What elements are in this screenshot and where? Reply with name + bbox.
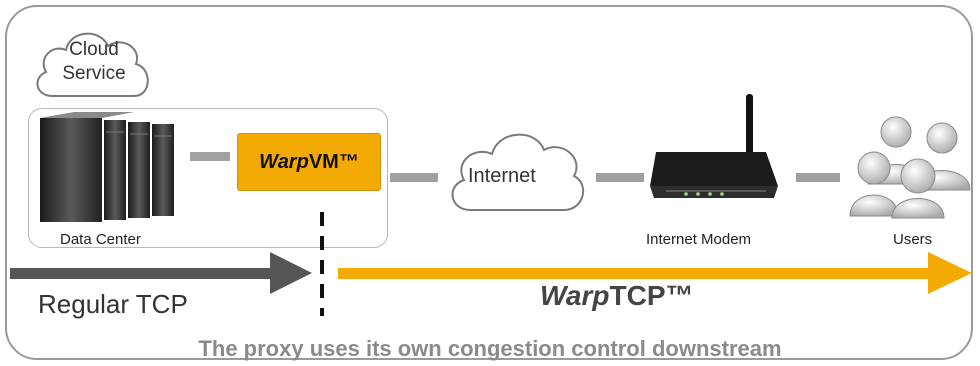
warptcp-rest: TCP™ [609, 280, 694, 311]
router-icon [650, 94, 778, 198]
cloud-line1: Cloud [69, 39, 119, 60]
regular-tcp-arrowhead [270, 252, 312, 294]
warpvm-italic: Warp [259, 150, 309, 173]
users-icon [849, 116, 971, 219]
cloud-service-icon [36, 32, 149, 97]
connector [596, 173, 644, 182]
internet-label: Internet [468, 165, 536, 187]
regular-tcp-arrow-shaft [10, 268, 272, 279]
connector [190, 152, 230, 161]
caption: The proxy uses its own congestion contro… [198, 336, 782, 361]
cloud-line2: Service [62, 63, 126, 84]
regular-tcp-label: Regular TCP [38, 289, 188, 319]
warptcp-arrowhead [928, 252, 972, 294]
modem-label: Internet Modem [646, 231, 752, 248]
data-center-label: Data Center [60, 231, 141, 248]
warptcp-italic: Warp [540, 280, 610, 311]
server-rack-icon [40, 112, 174, 222]
warptcp-arrow-shaft [338, 268, 930, 279]
diagram-frame [5, 5, 973, 360]
warptcp-label: WarpTCP™ [540, 280, 694, 312]
connector [796, 173, 840, 182]
users-label: Users [893, 231, 933, 248]
cloud-icon [451, 133, 584, 211]
connector [390, 173, 438, 182]
cloud-service-label: Cloud Service [30, 38, 158, 86]
warpvm-rest: VM™ [308, 150, 359, 173]
